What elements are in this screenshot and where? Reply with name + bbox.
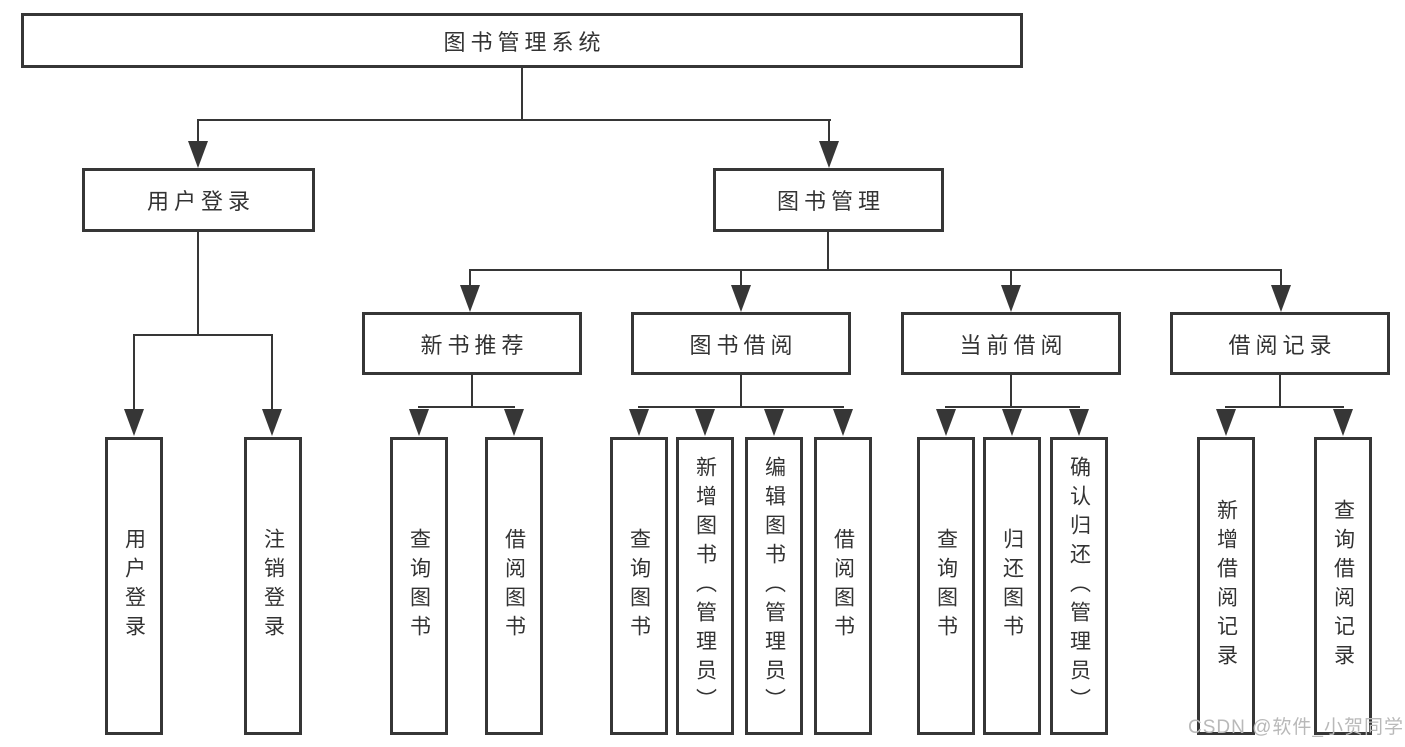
node-new-book-recommend: 新书推荐 — [362, 312, 582, 375]
connector-line — [197, 121, 199, 142]
leaf-add-borrow-record-label: 新增借阅记录 — [1214, 499, 1238, 673]
leaf-query-books-3-label: 查询图书 — [934, 528, 958, 644]
leaf-edit-books-admin: 编辑图书（管理员） — [745, 437, 803, 735]
connector-line — [471, 375, 473, 408]
arrowhead-down-icon — [124, 409, 144, 436]
node-new-book-recommend-label: 新书推荐 — [420, 332, 529, 358]
leaf-query-books-3: 查询图书 — [917, 437, 975, 735]
leaf-add-books-admin: 新增图书（管理员） — [676, 437, 734, 735]
connector-line — [1280, 271, 1282, 286]
node-book-management: 图书管理 — [713, 168, 944, 232]
connector-line — [1225, 406, 1344, 408]
leaf-borrow-books-2: 借阅图书 — [814, 437, 872, 735]
arrowhead-down-icon — [1271, 285, 1291, 312]
arrowhead-down-icon — [262, 409, 282, 436]
leaf-return-books: 归还图书 — [983, 437, 1041, 735]
connector-line — [740, 271, 742, 286]
leaf-borrow-books-1-label: 借阅图书 — [502, 528, 526, 644]
arrowhead-down-icon — [1333, 409, 1353, 436]
connector-line — [945, 406, 1080, 408]
leaf-query-books-1: 查询图书 — [390, 437, 448, 735]
arrowhead-down-icon — [819, 141, 839, 168]
leaf-add-books-admin-label: 新增图书（管理员） — [693, 455, 717, 717]
node-current-borrow-label: 当前借阅 — [959, 332, 1068, 358]
leaf-query-borrow-record: 查询借阅记录 — [1314, 437, 1372, 735]
arrowhead-down-icon — [936, 409, 956, 436]
leaf-borrow-books-2-label: 借阅图书 — [831, 528, 855, 644]
connector-line — [828, 121, 830, 142]
arrowhead-down-icon — [1216, 409, 1236, 436]
node-user-login: 用户登录 — [82, 168, 315, 232]
node-book-management-label: 图书管理 — [776, 189, 885, 214]
csdn-watermark: CSDN @软件_小贺同学 — [1188, 717, 1404, 738]
arrowhead-down-icon — [504, 409, 524, 436]
connector-line — [740, 375, 742, 408]
arrowhead-down-icon — [460, 285, 480, 312]
node-user-login-label: 用户登录 — [146, 189, 255, 214]
leaf-return-books-label: 归还图书 — [1000, 528, 1024, 644]
arrowhead-down-icon — [409, 409, 429, 436]
arrowhead-down-icon — [1002, 409, 1022, 436]
node-current-borrow: 当前借阅 — [901, 312, 1121, 375]
node-book-borrow: 图书借阅 — [631, 312, 851, 375]
leaf-confirm-return-admin-label: 确认归还（管理员） — [1067, 455, 1091, 717]
leaf-user-login: 用户登录 — [105, 437, 163, 735]
arrowhead-down-icon — [731, 285, 751, 312]
connector-line — [197, 119, 831, 121]
connector-line — [1010, 375, 1012, 408]
connector-line — [271, 336, 273, 410]
leaf-query-borrow-record-label: 查询借阅记录 — [1331, 499, 1355, 673]
leaf-confirm-return-admin: 确认归还（管理员） — [1050, 437, 1108, 735]
leaf-user-login-label: 用户登录 — [122, 528, 146, 644]
node-book-borrow-label: 图书借阅 — [689, 332, 798, 358]
arrowhead-down-icon — [764, 409, 784, 436]
connector-line — [197, 232, 199, 336]
arrowhead-down-icon — [1069, 409, 1089, 436]
leaf-add-borrow-record: 新增借阅记录 — [1197, 437, 1255, 735]
connector-line — [1279, 375, 1281, 408]
leaf-query-books-2: 查询图书 — [610, 437, 668, 735]
arrowhead-down-icon — [188, 141, 208, 168]
leaf-query-books-2-label: 查询图书 — [627, 528, 651, 644]
node-borrow-records: 借阅记录 — [1170, 312, 1390, 375]
arrowhead-down-icon — [1001, 285, 1021, 312]
connector-line — [469, 271, 471, 286]
node-root-label: 图书管理系统 — [443, 29, 606, 55]
arrowhead-down-icon — [695, 409, 715, 436]
leaf-borrow-books-1: 借阅图书 — [485, 437, 543, 735]
arrowhead-down-icon — [629, 409, 649, 436]
connector-line — [521, 68, 523, 121]
node-borrow-records-label: 借阅记录 — [1228, 332, 1337, 358]
leaf-edit-books-admin-label: 编辑图书（管理员） — [762, 455, 786, 717]
leaf-logout-label: 注销登录 — [261, 528, 285, 644]
node-root: 图书管理系统 — [21, 13, 1023, 68]
connector-line — [469, 269, 1282, 271]
leaf-logout: 注销登录 — [244, 437, 302, 735]
arrowhead-down-icon — [833, 409, 853, 436]
connector-line — [418, 406, 515, 408]
leaf-query-books-1-label: 查询图书 — [407, 528, 431, 644]
connector-line — [638, 406, 844, 408]
connector-line — [1010, 271, 1012, 286]
connector-line — [133, 334, 273, 336]
connector-line — [133, 336, 135, 410]
connector-line — [827, 232, 829, 271]
